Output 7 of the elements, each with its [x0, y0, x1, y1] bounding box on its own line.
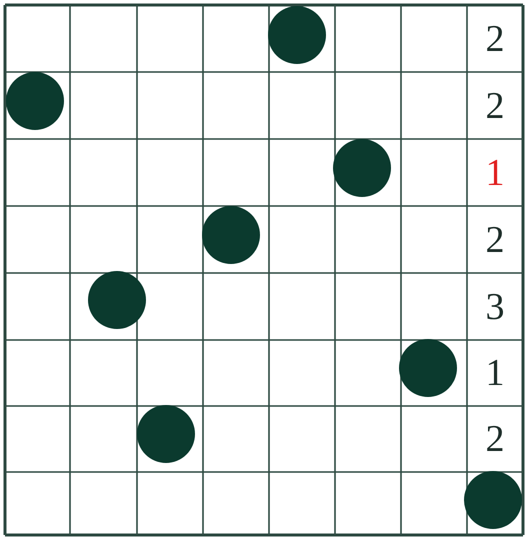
row-count: 1	[486, 154, 504, 192]
row-count: 2	[486, 420, 504, 458]
row-count: 2	[486, 220, 504, 258]
row-count: 3	[486, 288, 504, 326]
row-count: 2	[486, 20, 504, 58]
row-count: 1	[486, 354, 504, 392]
row-count: 2	[486, 86, 504, 124]
